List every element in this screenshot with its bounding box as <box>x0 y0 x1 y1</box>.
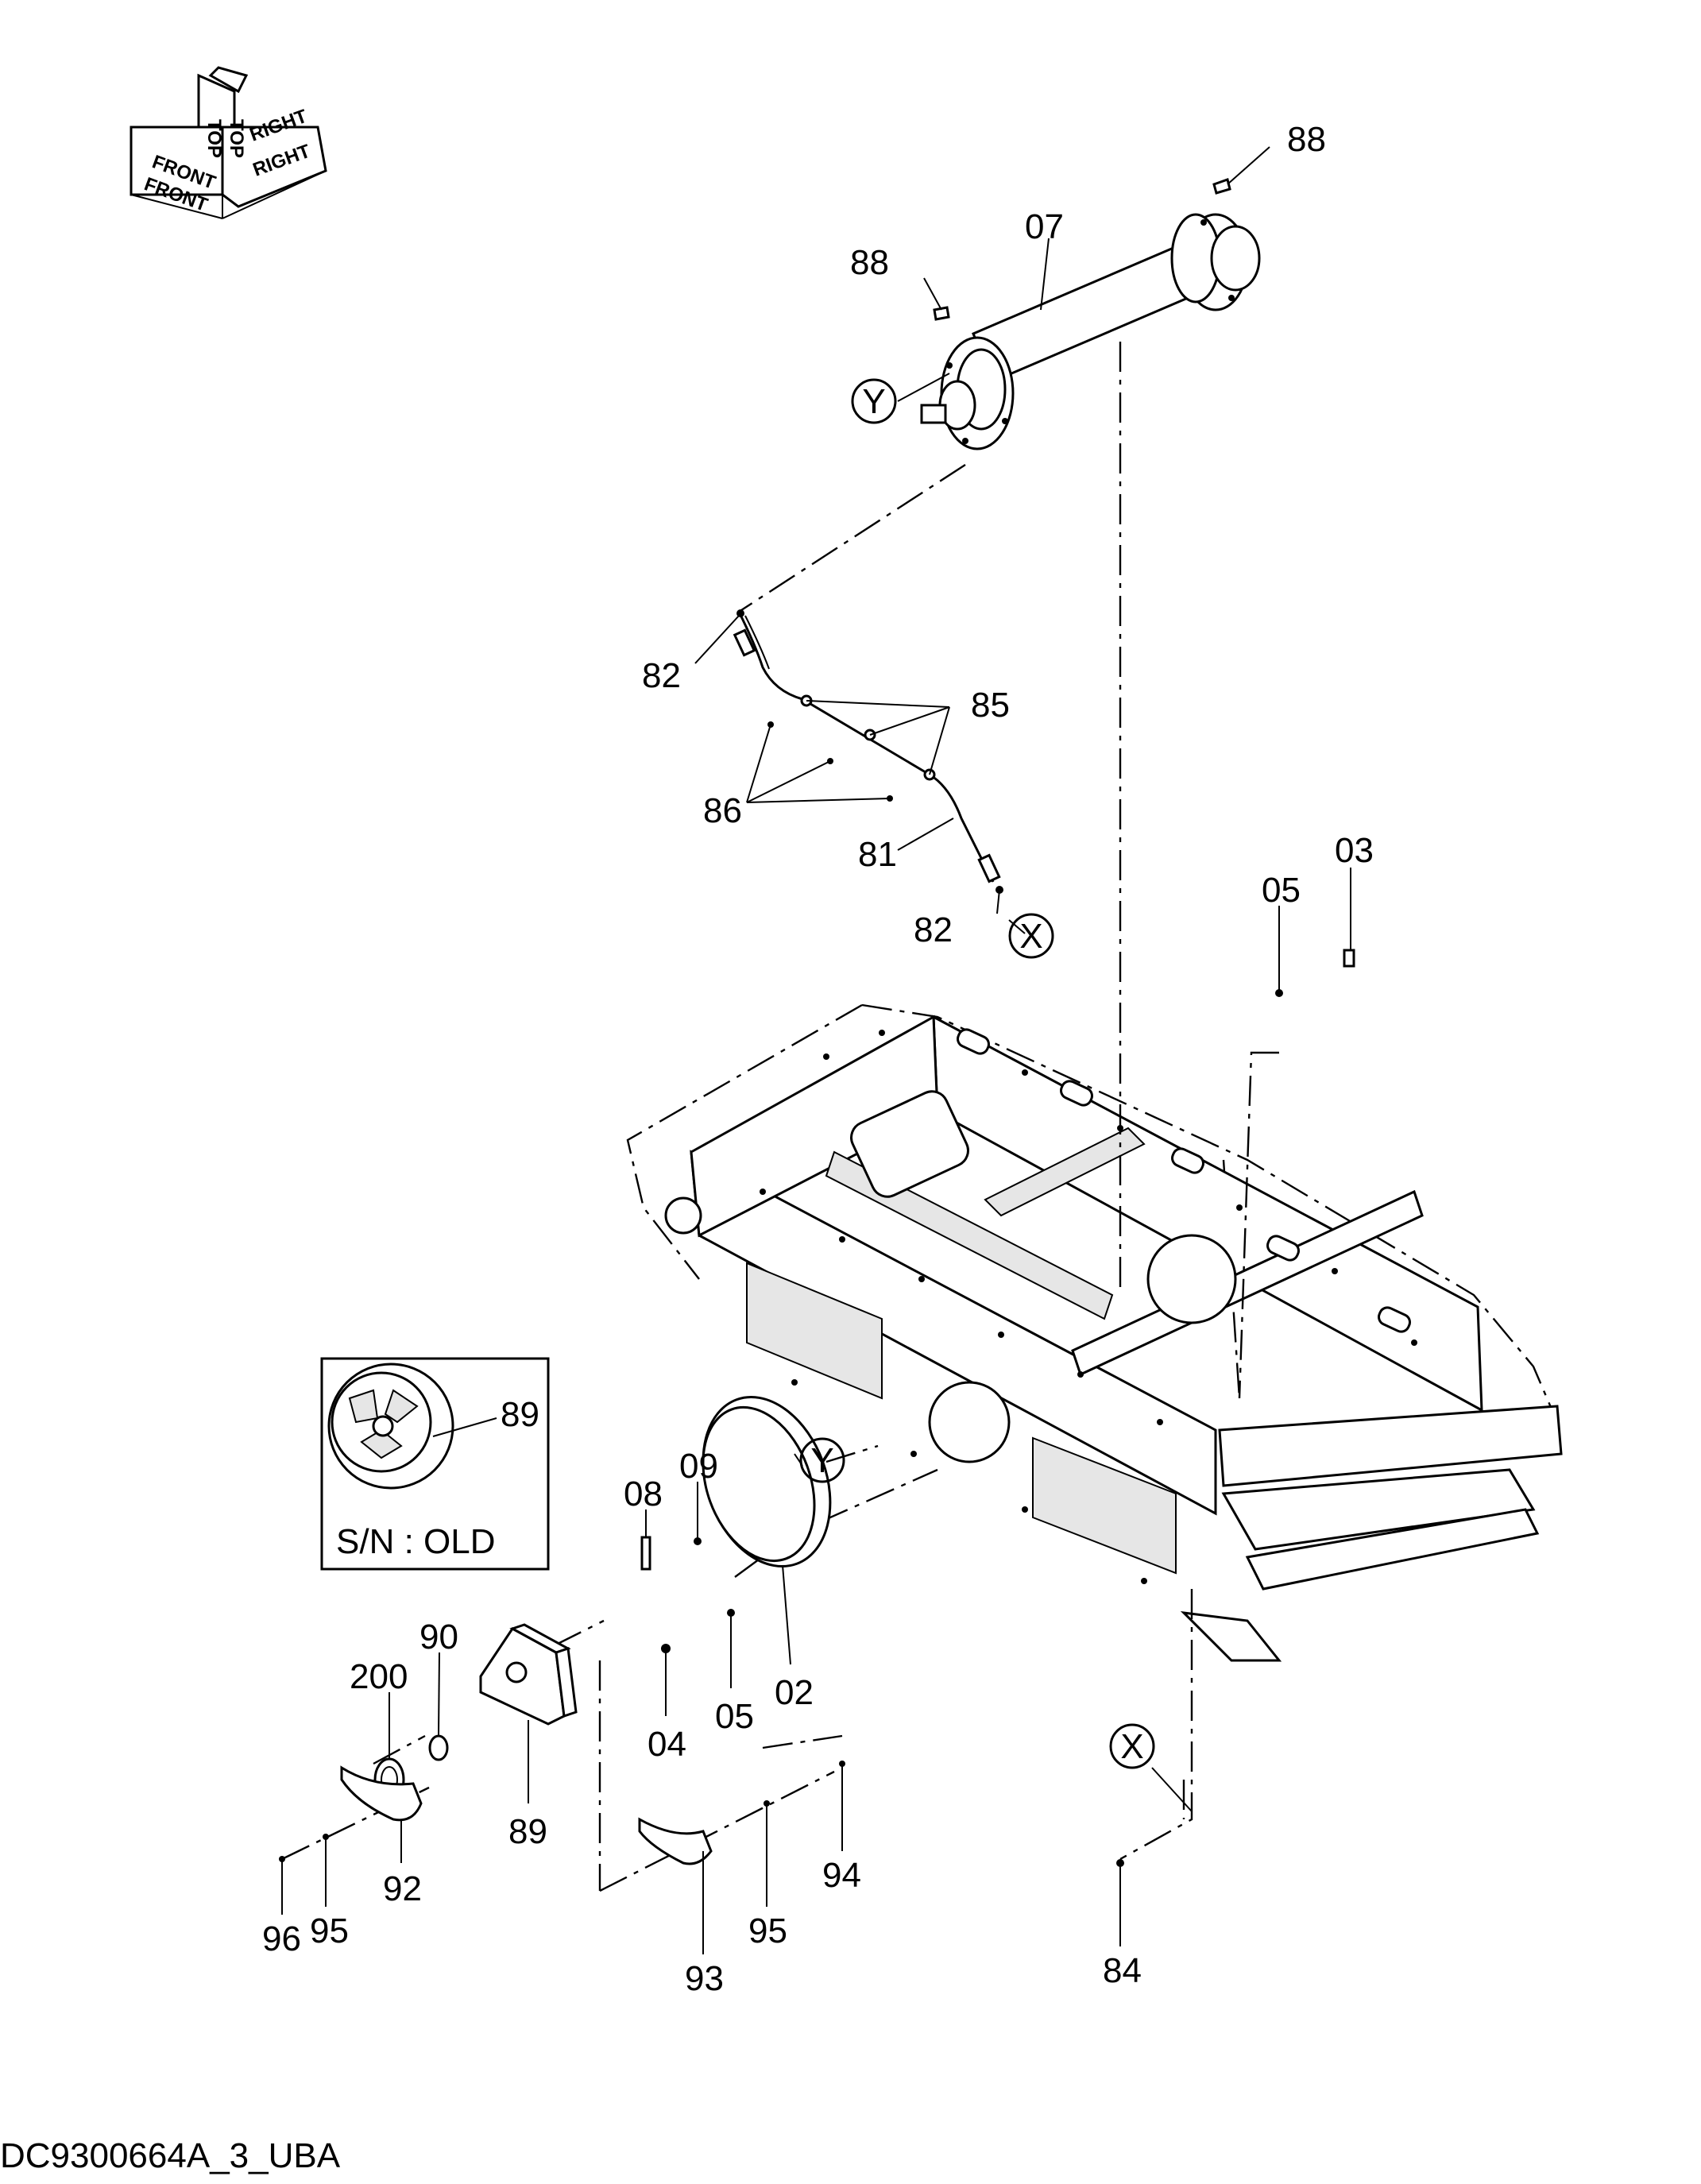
callout-washer-right: 95 <box>748 1911 787 1950</box>
callout-fitting: 84 <box>1103 1951 1142 1990</box>
callout-hose-spacer: 86 <box>703 791 742 830</box>
ref-circle-x-low: X <box>1109 1723 1155 1769</box>
ref-y-top-label: Y <box>862 382 885 421</box>
inset-caption: S/N : OLD <box>336 1522 496 1561</box>
badge-label-top-b: TOP <box>226 119 247 158</box>
callout-nut: 04 <box>648 1725 686 1764</box>
callout-washer-frame: 05 <box>1262 871 1301 910</box>
callout-snap-ring: 90 <box>419 1618 458 1656</box>
callout-pin-top-right: 88 <box>1287 120 1326 159</box>
callout-seal: 200 <box>350 1657 408 1696</box>
orientation-badge: FRONT TOP RIGHT FRONT TOP RIGHT <box>130 66 327 219</box>
callout-shoe-right: 93 <box>685 1959 724 1998</box>
ref-circle-y-low: Y <box>799 1437 845 1483</box>
callout-screw-plate: 08 <box>624 1475 663 1513</box>
shoe-left <box>340 1765 423 1822</box>
callout-washer-left: 95 <box>310 1911 349 1950</box>
pin-top-left <box>933 306 950 321</box>
ref-x-mid-label: X <box>1019 917 1042 956</box>
callout-hose: 81 <box>858 835 897 874</box>
callout-hose-clamp: 85 <box>971 686 1010 725</box>
callout-bolt-frame: 03 <box>1335 831 1374 870</box>
screw-plate <box>640 1536 651 1571</box>
shoe-right <box>638 1817 713 1865</box>
callout-brake-disc: 02 <box>775 1673 814 1712</box>
callout-hose-top: 82 <box>642 656 681 695</box>
leader-lines <box>281 146 1351 1954</box>
main-frame <box>626 1003 1563 1662</box>
callout-bracket: 89 <box>508 1812 547 1851</box>
callout-bolt-right: 94 <box>822 1856 861 1895</box>
callout-washer-low: 05 <box>715 1697 754 1736</box>
assembly-lines <box>281 342 1279 1892</box>
ref-circle-y-top: Y <box>851 378 897 424</box>
callout-bolt-left: 96 <box>262 1919 301 1958</box>
callout-washer-plate: 09 <box>679 1447 718 1486</box>
bracket <box>479 1623 578 1726</box>
snap-ring <box>428 1734 449 1761</box>
callout-hose-bottom: 82 <box>914 910 953 949</box>
drawing-id: DC9300664A_3_UBA <box>0 2136 341 2175</box>
inset-part-number: 89 <box>501 1395 539 1434</box>
callout-shoe-left: 92 <box>383 1869 422 1908</box>
inset-old-bracket: 89 S/N : OLD <box>320 1357 550 1571</box>
badge-label-top-a: TOP <box>203 119 225 158</box>
ref-y-low-label: Y <box>810 1441 833 1480</box>
pin-top-right <box>1212 178 1231 195</box>
ref-x-low-label: X <box>1120 1727 1143 1766</box>
callout-shaft: 07 <box>1025 207 1064 246</box>
ref-circle-x-mid: X <box>1008 913 1054 959</box>
bolt-frame <box>1343 949 1355 968</box>
callout-pin-top-left: 88 <box>850 243 889 282</box>
hose-assembly <box>733 609 1003 894</box>
shaft-assembly <box>920 213 1261 450</box>
callout-labels: 07 88 88 82 85 86 81 82 03 05 08 09 04 0… <box>262 120 1374 1998</box>
brake-disc <box>702 1395 832 1568</box>
